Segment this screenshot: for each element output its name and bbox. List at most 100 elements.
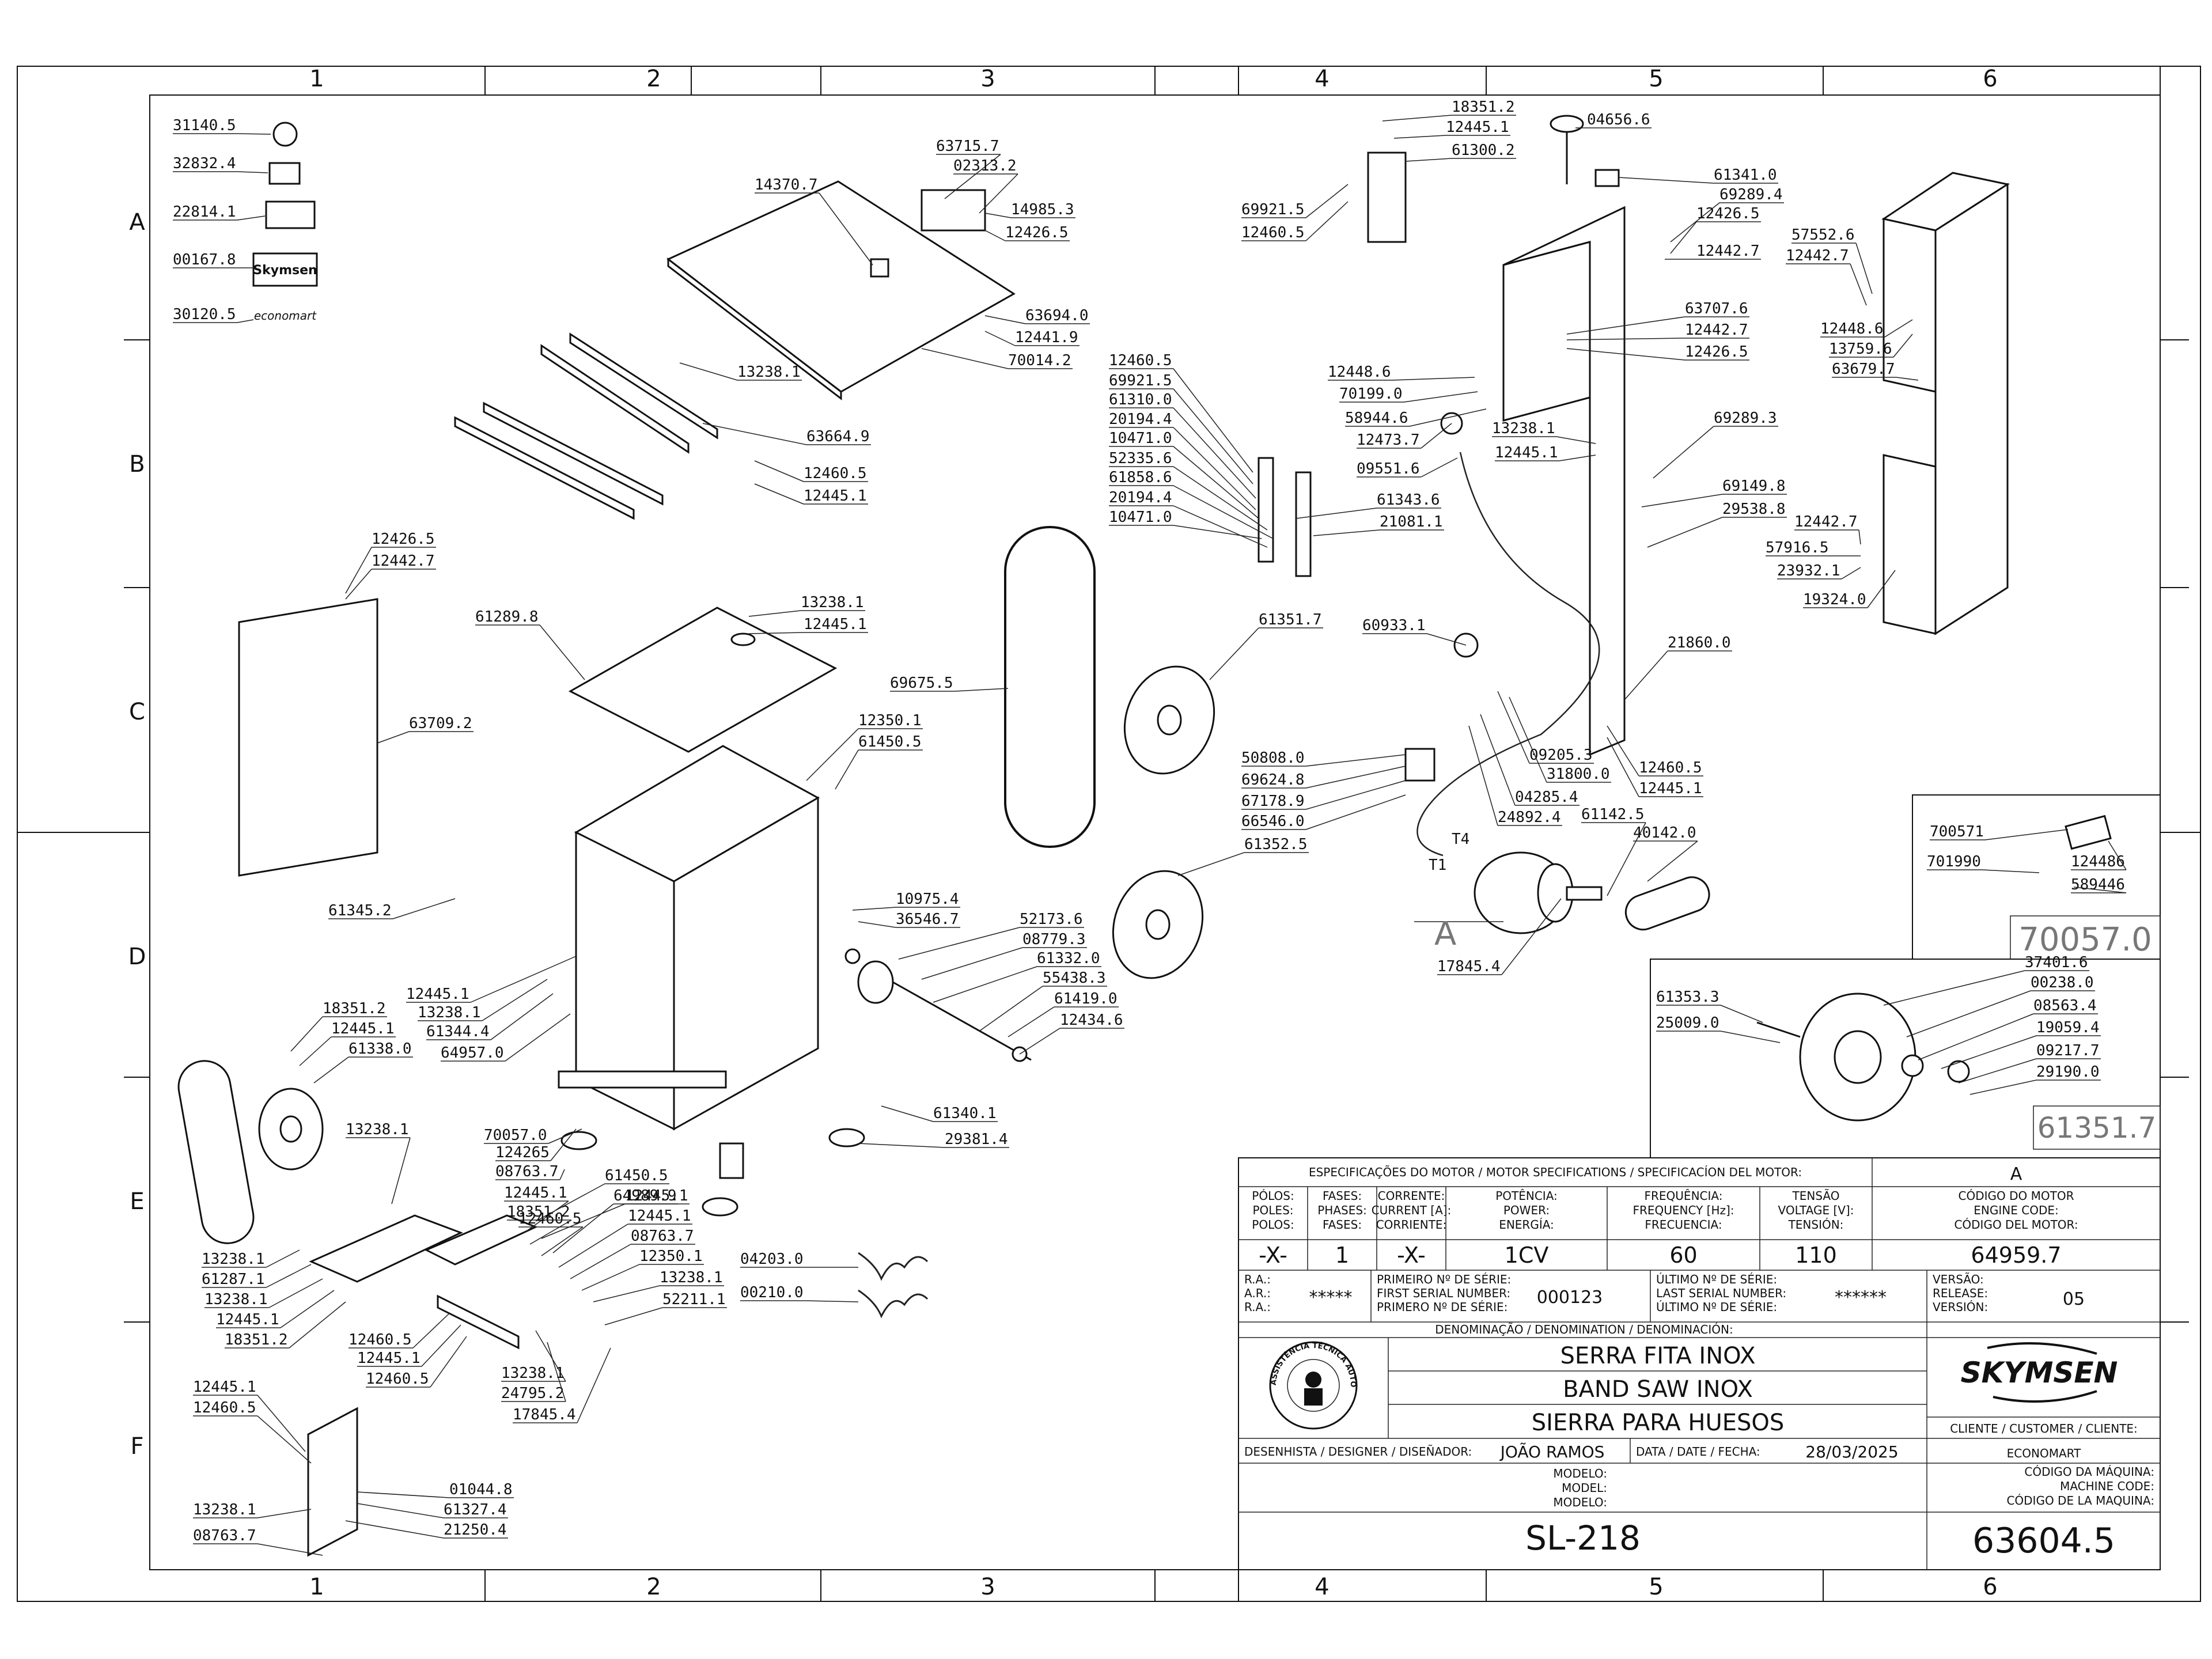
part-number-label: 12442.7 bbox=[1696, 243, 1760, 260]
callout-leader bbox=[1173, 485, 1274, 539]
callout-c62: 13238.1 bbox=[202, 1249, 300, 1268]
motor-lead-t4: T4 bbox=[1452, 831, 1469, 848]
callout-leader bbox=[858, 1143, 945, 1148]
callout-leader bbox=[1720, 1005, 1763, 1023]
callout-c92: 12426.5 bbox=[1566, 343, 1749, 361]
callout-c24: 12350.1 bbox=[806, 712, 923, 781]
callout-c89: 12442.7 bbox=[1665, 243, 1761, 260]
callout-leader bbox=[2108, 840, 2127, 870]
part-number-label: 19059.4 bbox=[2036, 1019, 2100, 1036]
economart-sticker-logo: economart bbox=[254, 309, 317, 323]
first-serial-label-pt: PRIMEIRO Nº DE SÉRIE: bbox=[1377, 1272, 1511, 1286]
part-number-label: 63709.2 bbox=[409, 715, 472, 732]
callout-c10: 12426.5 bbox=[984, 224, 1070, 241]
callout-c151: 29190.0 bbox=[1969, 1063, 2101, 1095]
callout-leader bbox=[280, 1290, 335, 1328]
callout-leader bbox=[1982, 869, 2040, 873]
model-value: SL-218 bbox=[1525, 1518, 1641, 1558]
callout-leader bbox=[1867, 570, 1896, 608]
part-number-label: 30120.5 bbox=[173, 306, 236, 323]
callout-c13: 70014.2 bbox=[921, 348, 1073, 369]
callout-leader bbox=[1850, 263, 1867, 306]
callout-leader bbox=[1405, 158, 1452, 162]
callout-c37: 55438.3 bbox=[979, 969, 1107, 1032]
callout-c91: 12442.7 bbox=[1566, 321, 1749, 340]
part-number-label: 13238.1 bbox=[193, 1501, 256, 1518]
callout-c15: 63664.9 bbox=[702, 423, 871, 445]
callout-c14: 13238.1 bbox=[679, 362, 802, 381]
part-number-label: 12460.5 bbox=[1109, 352, 1172, 369]
model-label-pt: MODELO: bbox=[1553, 1467, 1607, 1480]
lower-wheel-61352 bbox=[1112, 870, 1204, 979]
callout-c100: 20194.4 bbox=[1109, 411, 1256, 510]
part-number-label: 10471.0 bbox=[1109, 509, 1172, 526]
callout-c90: 63707.6 bbox=[1566, 300, 1749, 335]
callout-leader bbox=[257, 1415, 312, 1464]
callout-leader bbox=[266, 1264, 312, 1288]
part-number-label: 63664.9 bbox=[806, 428, 870, 445]
part-number-label: 13238.1 bbox=[418, 1004, 481, 1021]
motor-spec-col-header: POLOS: bbox=[1252, 1218, 1294, 1232]
callout-leader bbox=[748, 632, 804, 634]
callout-leader bbox=[933, 966, 1037, 1003]
callout-c127: 31800.0 bbox=[1509, 696, 1611, 783]
callout-c80: 18351.2 bbox=[1382, 99, 1516, 122]
callout-leader bbox=[289, 1301, 346, 1349]
callout-leader bbox=[1421, 457, 1458, 478]
machine-code-label-en: MACHINE CODE: bbox=[2060, 1479, 2154, 1493]
callout-c116: 12448.6 bbox=[1820, 319, 1913, 338]
part-number-label: 61351.7 bbox=[1259, 611, 1322, 628]
part-number-label: 18351.2 bbox=[507, 1203, 570, 1221]
callout-c32: 10975.4 bbox=[852, 891, 960, 911]
callout-leader bbox=[392, 898, 456, 919]
callout-c128: 12460.5 bbox=[1607, 725, 1703, 777]
part-number-label: 61344.4 bbox=[426, 1023, 490, 1040]
callout-c1: 31140.5 bbox=[173, 117, 271, 135]
callout-c6: 14370.7 bbox=[755, 176, 873, 266]
part-number-label: 23932.1 bbox=[1777, 562, 1840, 579]
part-number-label: 18351.2 bbox=[323, 1000, 386, 1017]
part-number-label: 12445.1 bbox=[357, 1350, 421, 1367]
part-number-label: 13759.6 bbox=[1829, 340, 1892, 358]
part-number-label: 13238.1 bbox=[204, 1291, 268, 1308]
callout-leader bbox=[1941, 1035, 2037, 1069]
callout-c41: 12445.1 bbox=[299, 1020, 396, 1066]
callout-leader bbox=[268, 1278, 323, 1308]
callout-leader bbox=[1173, 427, 1256, 510]
callout-c107: 21081.1 bbox=[1313, 513, 1444, 536]
callout-c147: 00238.0 bbox=[1906, 974, 2095, 1037]
part-number-label: 10471.0 bbox=[1109, 430, 1172, 447]
callout-leader bbox=[754, 483, 804, 505]
part-number-label: 61310.0 bbox=[1109, 391, 1172, 408]
part-number-label: 701990 bbox=[1927, 853, 1981, 870]
first-serial-label-en: FIRST SERIAL NUMBER: bbox=[1377, 1286, 1510, 1300]
part-number-label: 13238.1 bbox=[737, 363, 801, 381]
callout-leader bbox=[1624, 650, 1668, 700]
callout-c7: 63715.7 bbox=[936, 138, 1001, 199]
callout-c103: 61858.6 bbox=[1109, 469, 1274, 539]
part-number-label: 04285.4 bbox=[1515, 789, 1578, 806]
callout-leader bbox=[1883, 970, 2025, 1006]
callout-leader bbox=[1896, 377, 1919, 381]
motor-detail-letter: A bbox=[1434, 915, 1456, 953]
callout-c141: 701990 bbox=[1927, 853, 2040, 873]
part-number-label: 08763.7 bbox=[495, 1163, 559, 1180]
part-number-label: 60933.1 bbox=[1362, 617, 1426, 634]
callout-c27: 61345.2 bbox=[328, 898, 456, 919]
callout-leader bbox=[1670, 202, 1720, 243]
sticker-group: Skymsen economart bbox=[252, 122, 318, 323]
zone-column-label: 6 bbox=[1983, 1574, 1997, 1600]
callout-leader bbox=[944, 154, 1001, 199]
zone-column-label: 3 bbox=[980, 66, 995, 92]
part-number-label: 09205.3 bbox=[1529, 747, 1593, 764]
part-number-label: 13238.1 bbox=[801, 594, 864, 611]
callout-c47: 08763.7 bbox=[495, 1163, 565, 1180]
callout-leader bbox=[421, 1324, 461, 1367]
callout-c146: 37401.6 bbox=[1883, 954, 2089, 1006]
callout-c108: 09551.6 bbox=[1357, 457, 1458, 478]
callout-c74: 12460.5 bbox=[193, 1399, 312, 1464]
model-label-en: MODEL: bbox=[1562, 1481, 1607, 1495]
callout-c121: 23932.1 bbox=[1777, 562, 1861, 579]
part-number-label: 18351.2 bbox=[225, 1331, 288, 1349]
callout-c106: 61343.6 bbox=[1296, 491, 1441, 519]
